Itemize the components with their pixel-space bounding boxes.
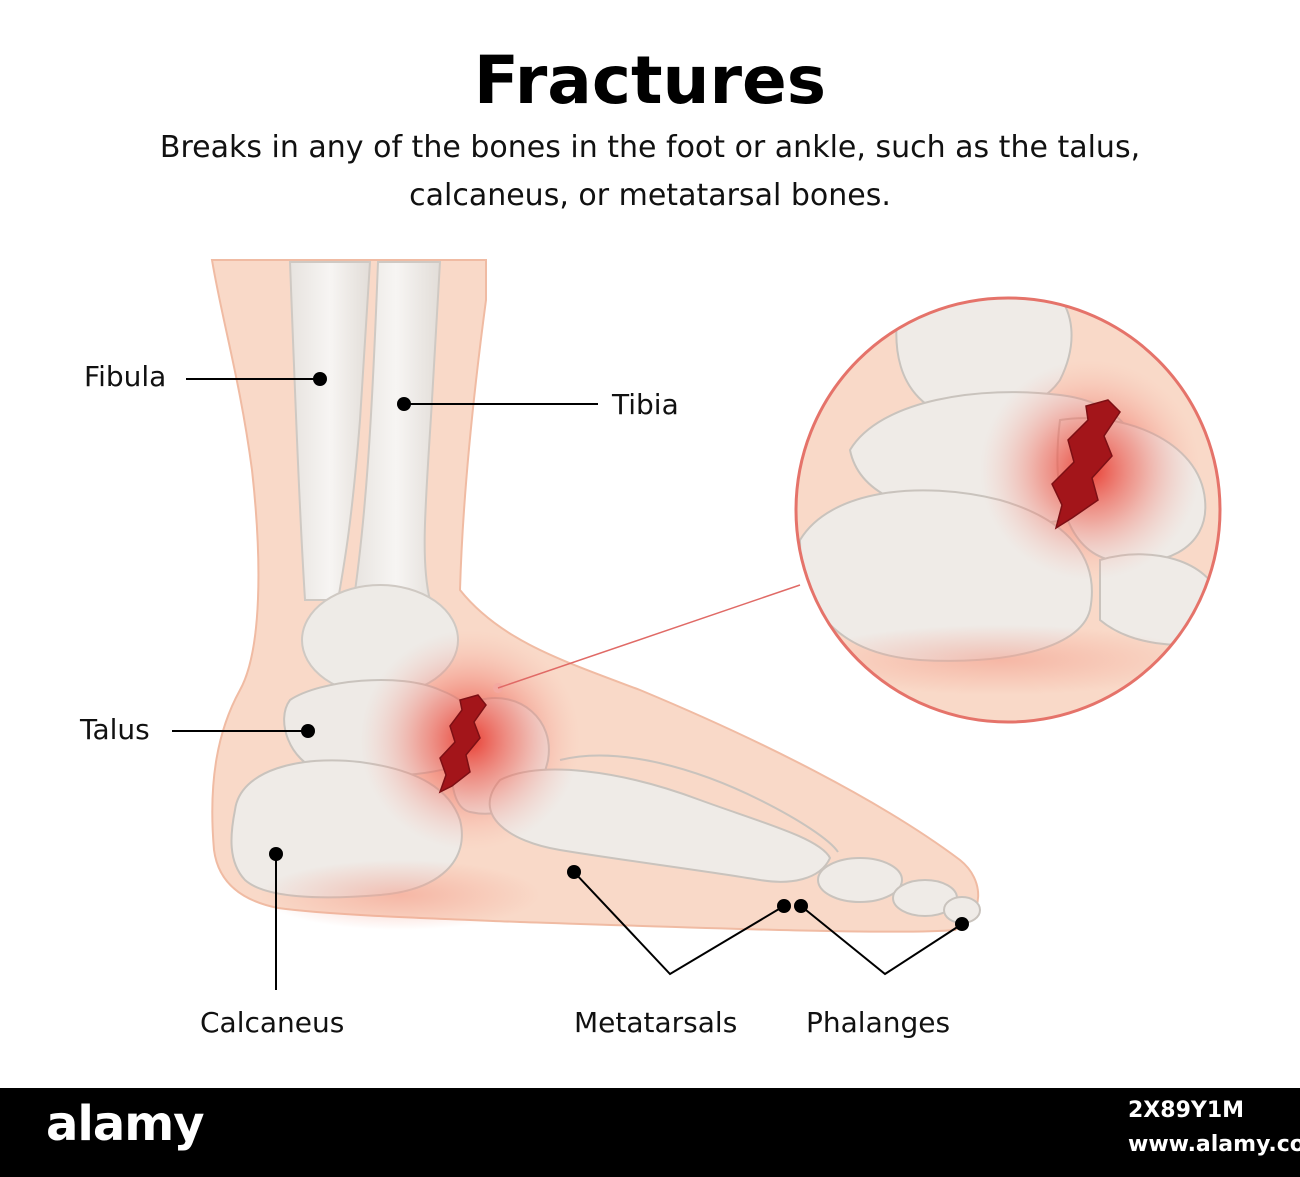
label-tibia: Tibia bbox=[612, 388, 679, 421]
foot-fracture-diagram bbox=[0, 0, 1300, 1088]
plantar-glow bbox=[260, 860, 540, 930]
label-phalanges: Phalanges bbox=[806, 1006, 950, 1039]
zoom-pointer-line bbox=[498, 585, 800, 688]
zoom-inset bbox=[796, 298, 1220, 722]
label-fibula: Fibula bbox=[84, 360, 166, 393]
label-talus: Talus bbox=[80, 713, 150, 746]
image-id: 2X89Y1M bbox=[1128, 1098, 1244, 1123]
label-calcaneus: Calcaneus bbox=[200, 1006, 344, 1039]
brand-logo: alamy bbox=[46, 1096, 204, 1152]
site-url: www.alamy.com bbox=[1128, 1132, 1300, 1157]
label-metatarsals: Metatarsals bbox=[574, 1006, 737, 1039]
stock-footer-bar: alamy 2X89Y1M www.alamy.com bbox=[0, 1088, 1300, 1177]
